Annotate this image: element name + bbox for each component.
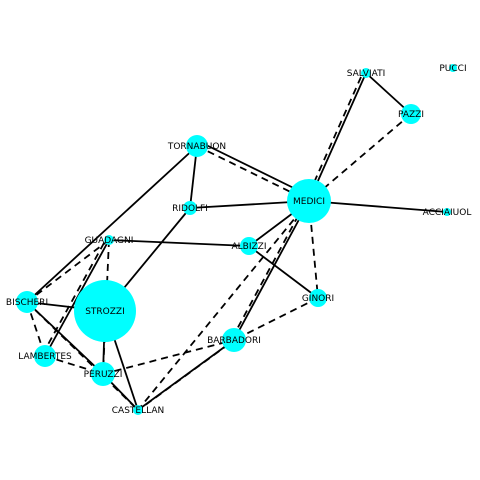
node-strozzi[interactable] [74, 280, 136, 342]
node-albizzi[interactable] [240, 237, 258, 255]
labels-layer: PUCCI SALVIATI PAZZI TORNABUON MEDICI ACCIAIU… [6, 64, 471, 416]
node-label-acciaiuol: ACCIAIUOL [423, 208, 472, 218]
edge-bischeri-castellan-dashed [26, 301, 139, 411]
edge-guadagni-albizzi-solid [108, 239, 250, 247]
node-label-pucci: PUCCI [439, 64, 466, 74]
nodes-layer [16, 64, 457, 415]
edge-salviati-pazzi-solid [365, 72, 412, 115]
node-pucci[interactable] [449, 64, 457, 72]
edge-medici-castellan-dashed [137, 200, 310, 411]
node-barbadori[interactable] [222, 328, 246, 352]
edge-albizzi-ginori-solid [248, 245, 319, 299]
edge-medici-acciaiuol-solid [308, 200, 448, 213]
node-medici[interactable] [287, 179, 331, 223]
node-guadagni[interactable] [104, 235, 114, 245]
edge-peruzzi-barbadori-dashed [102, 339, 235, 375]
edge-guadagni-lambertes-dashed [39, 242, 105, 360]
node-lambertes[interactable] [34, 345, 56, 367]
edge-medici-barbadori-solid [233, 200, 310, 341]
edge-barbadori-castellan-dashed [132, 343, 230, 415]
node-salviati[interactable] [361, 68, 371, 78]
edge-guadagni-bischeri-dashed [26, 239, 110, 303]
node-label-strozzi: STROZZI [85, 307, 125, 317]
node-label-albizzi: ALBIZZI [232, 242, 267, 252]
edge-bischeri-lambertes-dashed [26, 301, 46, 357]
node-label-tornabuon: TORNABUON [167, 142, 226, 152]
edge-pazzi-medici-dashed [308, 113, 412, 202]
node-label-ridolfi: RIDOLFI [172, 204, 208, 214]
node-bischeri[interactable] [16, 291, 38, 313]
node-label-salviati: SALVIATI [347, 69, 385, 79]
edge-salviati-medici-solid [308, 72, 367, 202]
node-label-pazzi: PAZZI [398, 110, 424, 120]
node-label-guadagni: GUADAGNI [85, 236, 134, 246]
node-label-bischeri: BISCHERI [6, 298, 48, 308]
node-ginori[interactable] [309, 289, 327, 307]
node-tornabuon[interactable] [186, 135, 208, 157]
node-label-barbadori: BARBADORI [207, 336, 261, 346]
node-label-medici: MEDICI [293, 197, 325, 207]
edge-tornabuon-bischeri-solid [26, 145, 198, 303]
node-label-ginori: GINORI [302, 294, 334, 304]
node-ridolfi[interactable] [183, 201, 197, 215]
node-castellan[interactable] [133, 405, 143, 415]
node-peruzzi[interactable] [91, 362, 115, 386]
edge-medici-barbadori-dashed [228, 204, 305, 345]
node-label-lambertes: LAMBERTES [18, 352, 72, 362]
node-acciaiuol[interactable] [443, 208, 451, 216]
node-label-castellan: CASTELLAN [112, 406, 164, 416]
edge-tornabuon-medici-dashed [196, 145, 310, 202]
edge-ginori-barbadori-dashed [233, 297, 319, 341]
node-label-peruzzi: PERUZZI [84, 370, 123, 380]
node-pazzi[interactable] [401, 104, 421, 124]
